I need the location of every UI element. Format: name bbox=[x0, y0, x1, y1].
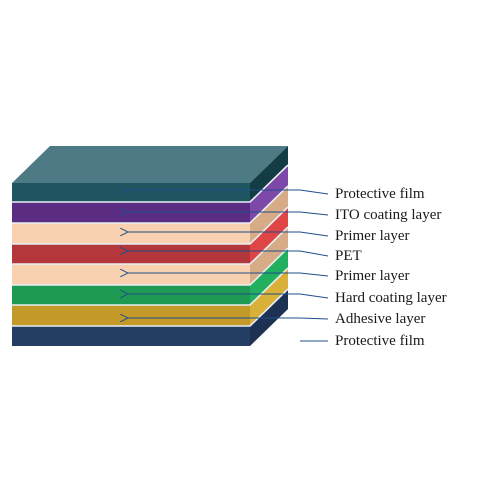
layer-front-face bbox=[12, 285, 250, 305]
layer-side-face bbox=[250, 248, 288, 305]
layer-front-face bbox=[12, 326, 250, 346]
leader-line-primer-layer-upper bbox=[127, 232, 329, 237]
layer-front-face bbox=[12, 305, 250, 326]
layer-pet bbox=[12, 206, 289, 264]
layer-adhesive-layer bbox=[12, 267, 289, 326]
layer-protective-film-top bbox=[12, 146, 288, 202]
leader-line-ito-coating-layer bbox=[127, 212, 329, 215]
stack-top-face bbox=[12, 146, 288, 183]
label-adhesive-layer: Adhesive layer bbox=[335, 311, 426, 327]
layer-separator bbox=[12, 226, 289, 265]
layer-side-face bbox=[250, 268, 288, 326]
layer-front-face bbox=[12, 244, 250, 264]
label-hard-coating-layer: Hard coating layer bbox=[335, 290, 447, 306]
layer-primer-layer-lower bbox=[12, 226, 289, 285]
layer-separator bbox=[12, 164, 289, 203]
label-protective-film-top: Protective film bbox=[335, 186, 425, 202]
leader-line-primer-layer-lower bbox=[127, 273, 329, 276]
layer-side-face bbox=[250, 165, 288, 223]
layer-separator bbox=[12, 247, 289, 286]
layer-separator bbox=[12, 185, 289, 224]
leader-line-pet bbox=[127, 251, 329, 257]
layer-side-face bbox=[250, 227, 288, 285]
leader-line-adhesive-layer bbox=[127, 318, 329, 319]
layer-side-face bbox=[250, 207, 288, 264]
layer-front-face bbox=[12, 264, 250, 285]
label-pet: PET bbox=[335, 248, 362, 264]
layer-side-face bbox=[250, 146, 288, 202]
layer-hard-coating-layer bbox=[12, 247, 289, 305]
layer-front-face bbox=[12, 183, 250, 202]
layer-side-face bbox=[250, 186, 288, 244]
layer-primer-layer-upper bbox=[12, 185, 289, 244]
leader-line-hard-coating-layer bbox=[127, 294, 329, 299]
leader-line-protective-film-top bbox=[127, 190, 329, 195]
label-protective-film-bottom: Protective film bbox=[335, 333, 425, 349]
label-primer-layer-upper: Primer layer bbox=[335, 228, 410, 244]
layer-separator bbox=[12, 288, 289, 327]
layer-ito-coating-layer bbox=[12, 164, 289, 223]
layer-front-face bbox=[12, 223, 250, 244]
label-primer-layer-lower: Primer layer bbox=[335, 268, 410, 284]
layer-separator bbox=[12, 206, 289, 245]
layer-separator bbox=[12, 267, 289, 306]
label-ito-coating-layer: ITO coating layer bbox=[335, 207, 442, 223]
